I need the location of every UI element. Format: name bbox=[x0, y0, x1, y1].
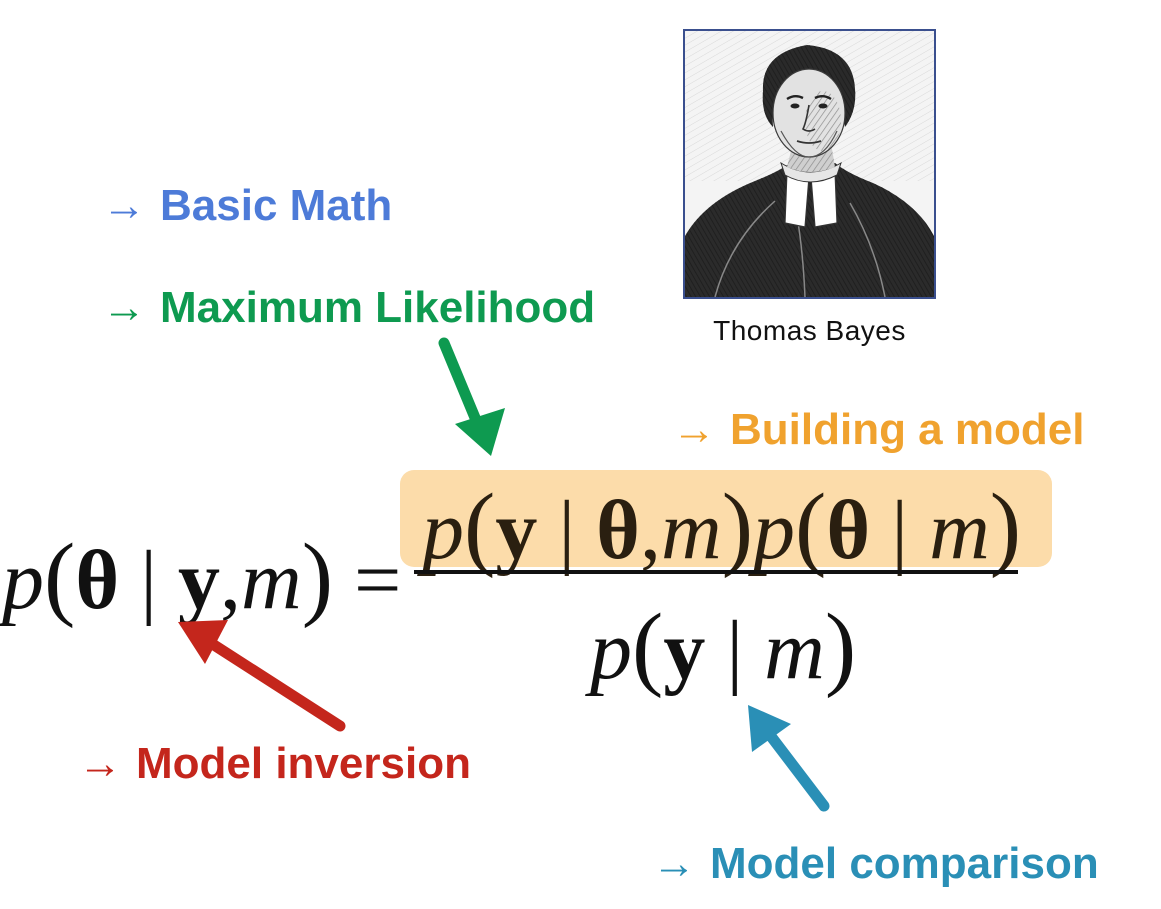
model-inversion-label: → Model inversion bbox=[78, 742, 471, 786]
right-arrow-icon: → bbox=[102, 283, 146, 332]
num-p2: p bbox=[753, 484, 796, 577]
inversion-arrow-head bbox=[178, 620, 228, 664]
portrait-illustration bbox=[685, 31, 934, 297]
numerator-highlight bbox=[400, 470, 1052, 567]
equation-numerator: p(y | θ,m)p(θ | m) bbox=[422, 480, 1021, 574]
num-theta-2: θ bbox=[826, 484, 871, 577]
den-close-paren: ) bbox=[824, 595, 857, 699]
ml-arrow-head bbox=[455, 408, 505, 456]
num-bar-1: | bbox=[558, 484, 576, 577]
model-comparison-text: Model comparison bbox=[710, 839, 1099, 888]
num-m1: m bbox=[661, 484, 722, 577]
right-arrow-icon: → bbox=[78, 739, 122, 788]
lhs-open-paren: ( bbox=[44, 525, 76, 629]
right-arrow-icon: → bbox=[652, 839, 696, 888]
num-open-paren-1: ( bbox=[464, 475, 496, 579]
lhs-comma: , bbox=[220, 534, 242, 627]
num-theta-1: θ bbox=[596, 484, 641, 577]
right-arrow-icon: → bbox=[102, 181, 146, 230]
equation-lhs: p(θ | y,m) = bbox=[2, 530, 401, 624]
num-close-paren-2: ) bbox=[989, 475, 1022, 579]
den-y: y bbox=[663, 604, 706, 697]
den-bar: | bbox=[726, 604, 744, 697]
num-p1: p bbox=[422, 484, 464, 577]
lhs-close-paren: ) bbox=[301, 525, 334, 629]
building-model-label: → Building a model bbox=[672, 408, 1084, 452]
equals-sign: = bbox=[354, 534, 402, 627]
fraction-bar bbox=[414, 570, 1018, 574]
ml-arrow-shaft bbox=[438, 337, 484, 431]
inversion-arrow-shaft bbox=[208, 639, 346, 732]
num-y: y bbox=[495, 484, 538, 577]
lhs-bar: | bbox=[140, 534, 158, 627]
den-open-paren: ( bbox=[632, 595, 664, 699]
num-close-paren-1: ) bbox=[721, 475, 754, 579]
building-model-text: Building a model bbox=[730, 405, 1085, 454]
basic-math-label: → Basic Math bbox=[102, 184, 392, 228]
equation-denominator: p(y | m) bbox=[590, 600, 856, 694]
portrait-caption: Thomas Bayes bbox=[713, 315, 906, 346]
lhs-p: p bbox=[2, 534, 44, 627]
basic-math-text: Basic Math bbox=[160, 181, 393, 230]
den-p: p bbox=[590, 604, 632, 697]
num-m2: m bbox=[929, 484, 990, 577]
lhs-y: y bbox=[178, 534, 221, 627]
lhs-m: m bbox=[241, 534, 302, 627]
comparison-arrow bbox=[748, 705, 830, 812]
comparison-arrow-head bbox=[748, 705, 791, 752]
num-open-paren-2: ( bbox=[795, 475, 827, 579]
num-bar-2: | bbox=[891, 484, 909, 577]
thomas-bayes-portrait bbox=[683, 29, 936, 299]
inversion-arrow bbox=[178, 620, 346, 732]
comparison-arrow-shaft bbox=[764, 729, 830, 812]
num-comma: , bbox=[640, 484, 662, 577]
maximum-likelihood-text: Maximum Likelihood bbox=[160, 283, 596, 332]
model-inversion-text: Model inversion bbox=[136, 739, 471, 788]
ml-arrow bbox=[438, 337, 505, 456]
right-arrow-icon: → bbox=[672, 405, 716, 454]
lhs-theta: θ bbox=[75, 534, 120, 627]
maximum-likelihood-label: → Maximum Likelihood bbox=[102, 286, 595, 330]
model-comparison-label: → Model comparison bbox=[652, 842, 1099, 886]
den-m: m bbox=[764, 604, 825, 697]
